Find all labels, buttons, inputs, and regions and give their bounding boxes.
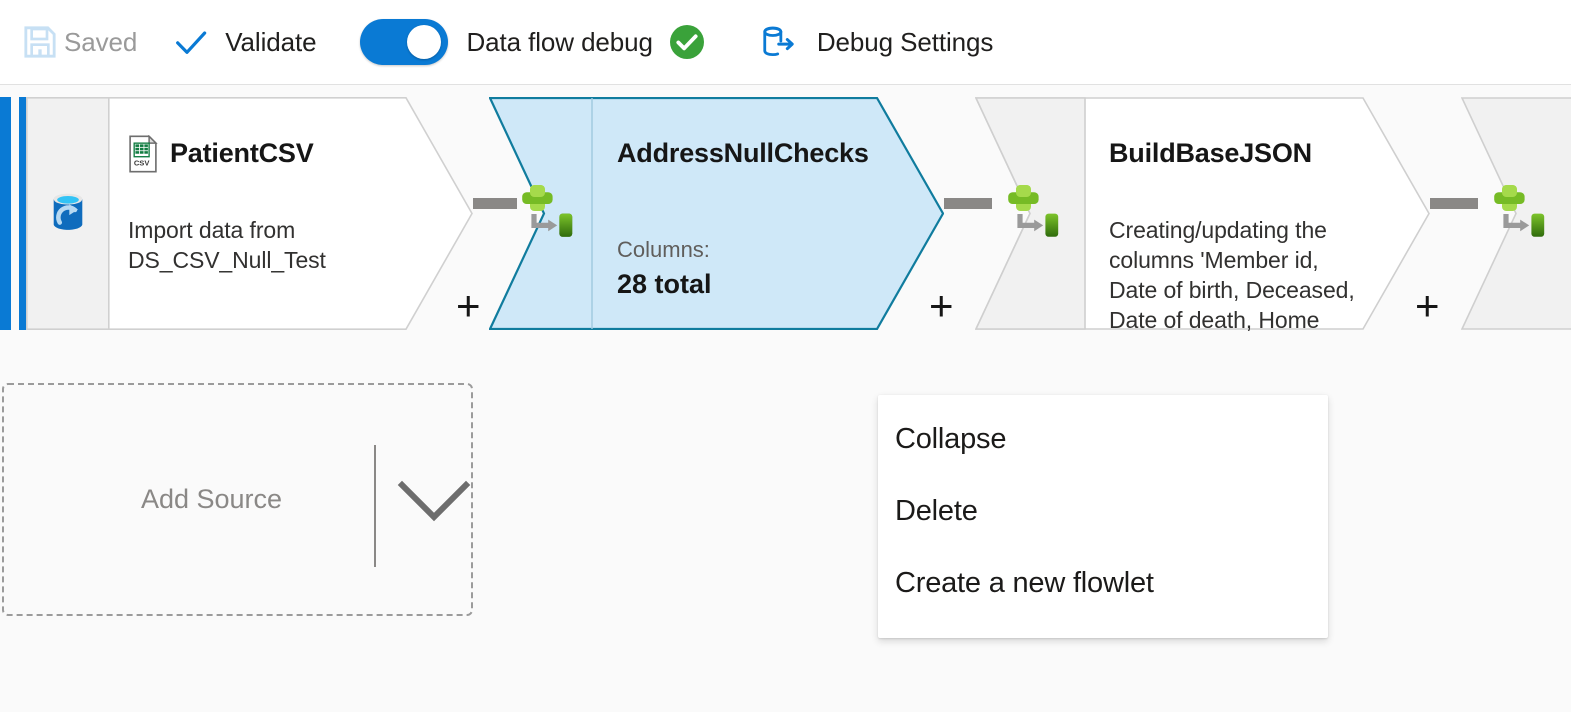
columns-value: 28 total xyxy=(617,269,712,299)
derived-column-icon xyxy=(997,175,1069,247)
debug-settings-label: Debug Settings xyxy=(816,26,994,57)
data-flow-debug-label: Data flow debug xyxy=(466,26,653,57)
stream-accent-bar-secondary xyxy=(19,97,26,330)
svg-text:CSV: CSV xyxy=(134,159,150,168)
menu-item-label: Delete xyxy=(895,494,978,527)
add-source-label: Add Source xyxy=(140,484,283,514)
node-buildbasejson[interactable]: BuildBaseJSON Creating/updating the colu… xyxy=(975,97,1440,333)
checkmark-icon xyxy=(167,18,215,66)
node-title: BuildBaseJSON xyxy=(1109,138,1312,168)
menu-item-label: Collapse xyxy=(895,422,1007,455)
toggle-knob xyxy=(407,25,442,59)
validate-label: Validate xyxy=(225,26,317,57)
menu-item-collapse[interactable]: Collapse xyxy=(878,403,1328,475)
node-addressnullchecks-shape xyxy=(489,97,944,330)
save-label: Saved xyxy=(64,26,138,57)
add-stream-plus-button[interactable]: + xyxy=(456,282,481,329)
data-flow-canvas[interactable]: CSV PatientCSV Import data from DS_CSV_N… xyxy=(0,86,1571,712)
derived-column-icon xyxy=(1483,175,1555,247)
validate-button[interactable]: Validate xyxy=(165,14,318,70)
add-stream-plus-button[interactable]: + xyxy=(1415,282,1440,329)
node-partial[interactable] xyxy=(1461,97,1571,330)
connector-line xyxy=(944,198,992,209)
toolbar: Saved Validate Data flow debug xyxy=(0,0,1571,85)
menu-item-create-flowlet[interactable]: Create a new flowlet xyxy=(878,547,1328,619)
save-button[interactable]: Saved xyxy=(14,14,139,70)
stream-accent-bar-primary xyxy=(0,97,11,330)
debug-settings-icon xyxy=(753,18,801,66)
add-stream-plus-button[interactable]: + xyxy=(929,282,954,329)
node-buildbasejson-shape xyxy=(975,97,1430,330)
context-menu[interactable]: Collapse Delete Create a new flowlet xyxy=(878,395,1328,638)
columns-label: Columns: xyxy=(617,237,710,262)
data-flow-debug-toggle[interactable] xyxy=(360,19,449,65)
add-source-divider xyxy=(374,445,376,567)
save-icon xyxy=(16,18,64,66)
connector-line xyxy=(473,198,517,209)
csv-file-icon: CSV xyxy=(126,135,160,173)
node-description: Import data from DS_CSV_Null_Test xyxy=(128,217,326,273)
connector-line xyxy=(1430,198,1478,209)
node-description: Creating/updating the columns 'Member id… xyxy=(1109,217,1355,333)
add-source-button[interactable]: Add Source xyxy=(2,383,473,616)
node-patientcsv[interactable]: CSV PatientCSV Import data from DS_CSV_N… xyxy=(26,97,481,330)
stream-accent-bars xyxy=(0,97,52,330)
success-check-icon xyxy=(667,22,707,62)
node-title: PatientCSV xyxy=(170,138,314,168)
chevron-down-icon[interactable] xyxy=(396,475,472,532)
derived-column-icon xyxy=(511,175,583,247)
menu-item-label: Create a new flowlet xyxy=(895,566,1154,599)
node-addressnullchecks[interactable]: AddressNullChecks Columns: 28 total + xyxy=(489,97,954,330)
data-flow-debug-group: Data flow debug xyxy=(358,14,708,70)
node-title: AddressNullChecks xyxy=(617,138,869,168)
menu-item-delete[interactable]: Delete xyxy=(878,475,1328,547)
debug-settings-button[interactable]: Debug Settings xyxy=(751,14,995,70)
database-source-icon xyxy=(42,187,94,239)
